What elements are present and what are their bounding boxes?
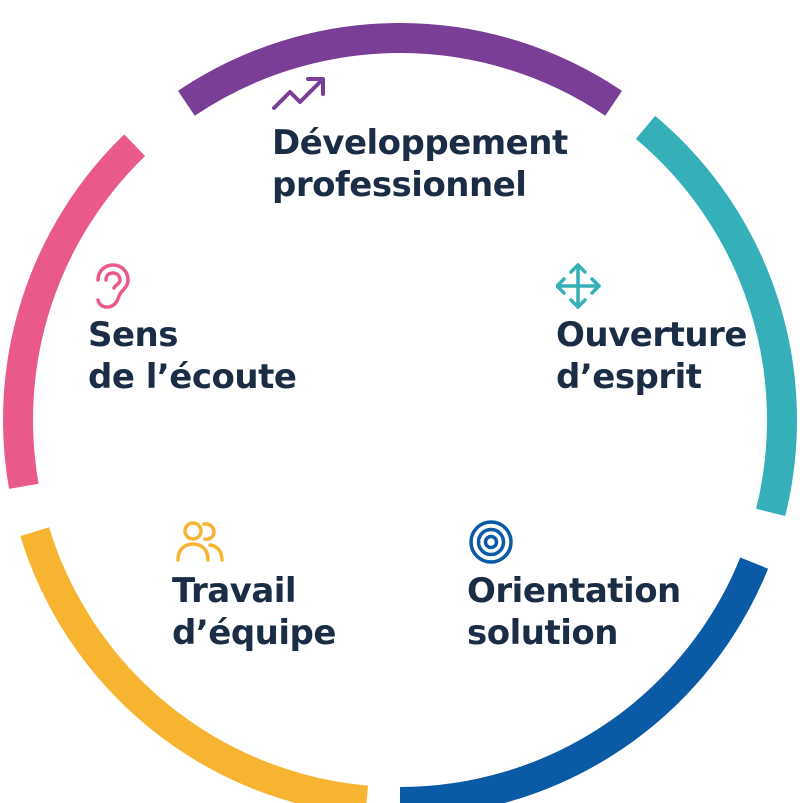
- person-back-body: [208, 543, 224, 562]
- label-line: solution: [467, 613, 618, 653]
- item-ouverture-d-esprit: Ouverture d’esprit: [556, 262, 747, 398]
- person-front-body: [176, 542, 210, 562]
- target-icon: [469, 520, 513, 564]
- ring-segment-ecoute: [3, 134, 146, 489]
- label-line: Orientation: [467, 571, 681, 611]
- ear-inner: [104, 271, 122, 290]
- arrow-head-up: [569, 263, 587, 274]
- ring-segment-dev: [178, 23, 622, 116]
- arrow-head-down: [569, 298, 587, 309]
- arrow-head-left: [556, 277, 566, 295]
- ear-outer: [96, 263, 130, 309]
- ring-segment-orientation: [399, 557, 769, 803]
- label-line: d’esprit: [556, 357, 702, 397]
- item-orientation-solution: Orientation solution: [467, 518, 681, 654]
- team-people-icon: [176, 521, 224, 562]
- trend-up-arrow-line: [272, 78, 324, 110]
- trend-up-arrow-icon: [272, 77, 325, 110]
- label-sens-de-l-ecoute: Sens de l’écoute: [88, 314, 297, 398]
- label-line: d’équipe: [172, 613, 336, 653]
- label-line: professionnel: [272, 165, 527, 205]
- label-line: Travail: [172, 571, 297, 611]
- ear-icon: [96, 263, 130, 309]
- label-line: Développement: [272, 123, 568, 163]
- arrow-head-right: [590, 277, 601, 295]
- label-line: de l’écoute: [88, 357, 297, 397]
- item-sens-de-l-ecoute: Sens de l’écoute: [88, 262, 297, 398]
- label-ouverture-d-esprit: Ouverture d’esprit: [556, 314, 747, 398]
- target-ring-outer: [469, 520, 513, 564]
- ring-segment-ouverture: [635, 115, 797, 517]
- label-developpement-professionnel: Développement professionnel: [272, 122, 568, 206]
- ring-segment-travail: [20, 527, 369, 803]
- item-travail-d-equipe: Travail d’équipe: [172, 518, 336, 654]
- label-line: Sens: [88, 315, 179, 355]
- four-way-arrows-icon: [556, 263, 601, 309]
- target-ring-middle: [476, 527, 506, 557]
- target-ring-inner: [483, 534, 499, 550]
- trend-up-arrow-head: [306, 77, 325, 96]
- label-travail-d-equipe: Travail d’équipe: [172, 570, 336, 654]
- label-orientation-solution: Orientation solution: [467, 570, 681, 654]
- person-front-head: [183, 521, 203, 541]
- label-line: Ouverture: [556, 315, 747, 355]
- person-back-head: [202, 522, 216, 541]
- item-developpement-professionnel: Développement professionnel: [272, 74, 568, 206]
